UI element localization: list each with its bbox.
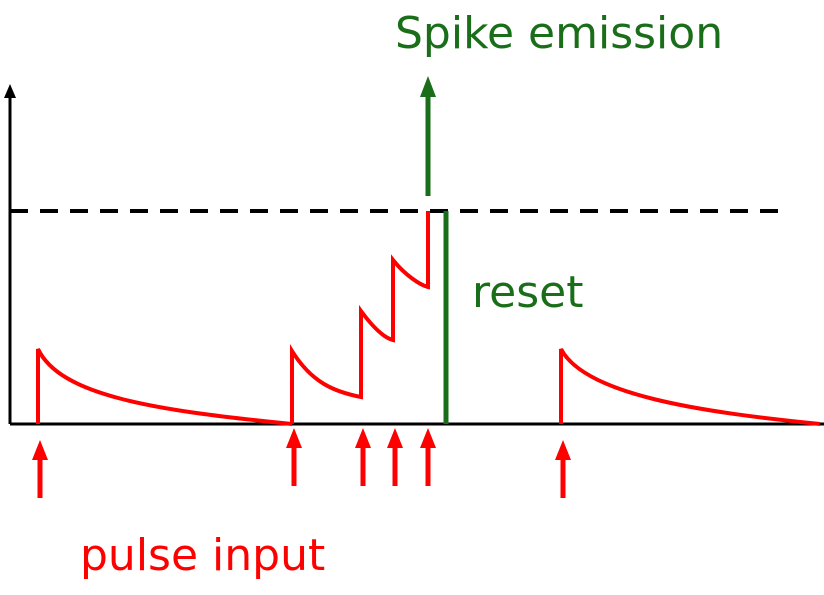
membrane-trace-1 (36, 348, 293, 426)
input-arrow-icon (387, 428, 403, 486)
spike-arrow-icon (420, 76, 436, 196)
y-axis-arrow-icon (4, 84, 16, 98)
input-arrow-icon (420, 428, 436, 486)
membrane-trace-3 (559, 348, 821, 426)
membrane-trace-2 (290, 211, 430, 424)
reset-label: reset (472, 267, 583, 318)
input-arrow-icon (555, 440, 571, 498)
spike-emission-label: Spike emission (395, 8, 723, 59)
pulse-input-label: pulse input (80, 530, 325, 581)
input-arrow-icon (32, 440, 48, 498)
input-arrow-icon (286, 428, 302, 486)
input-arrow-icon (355, 428, 371, 486)
